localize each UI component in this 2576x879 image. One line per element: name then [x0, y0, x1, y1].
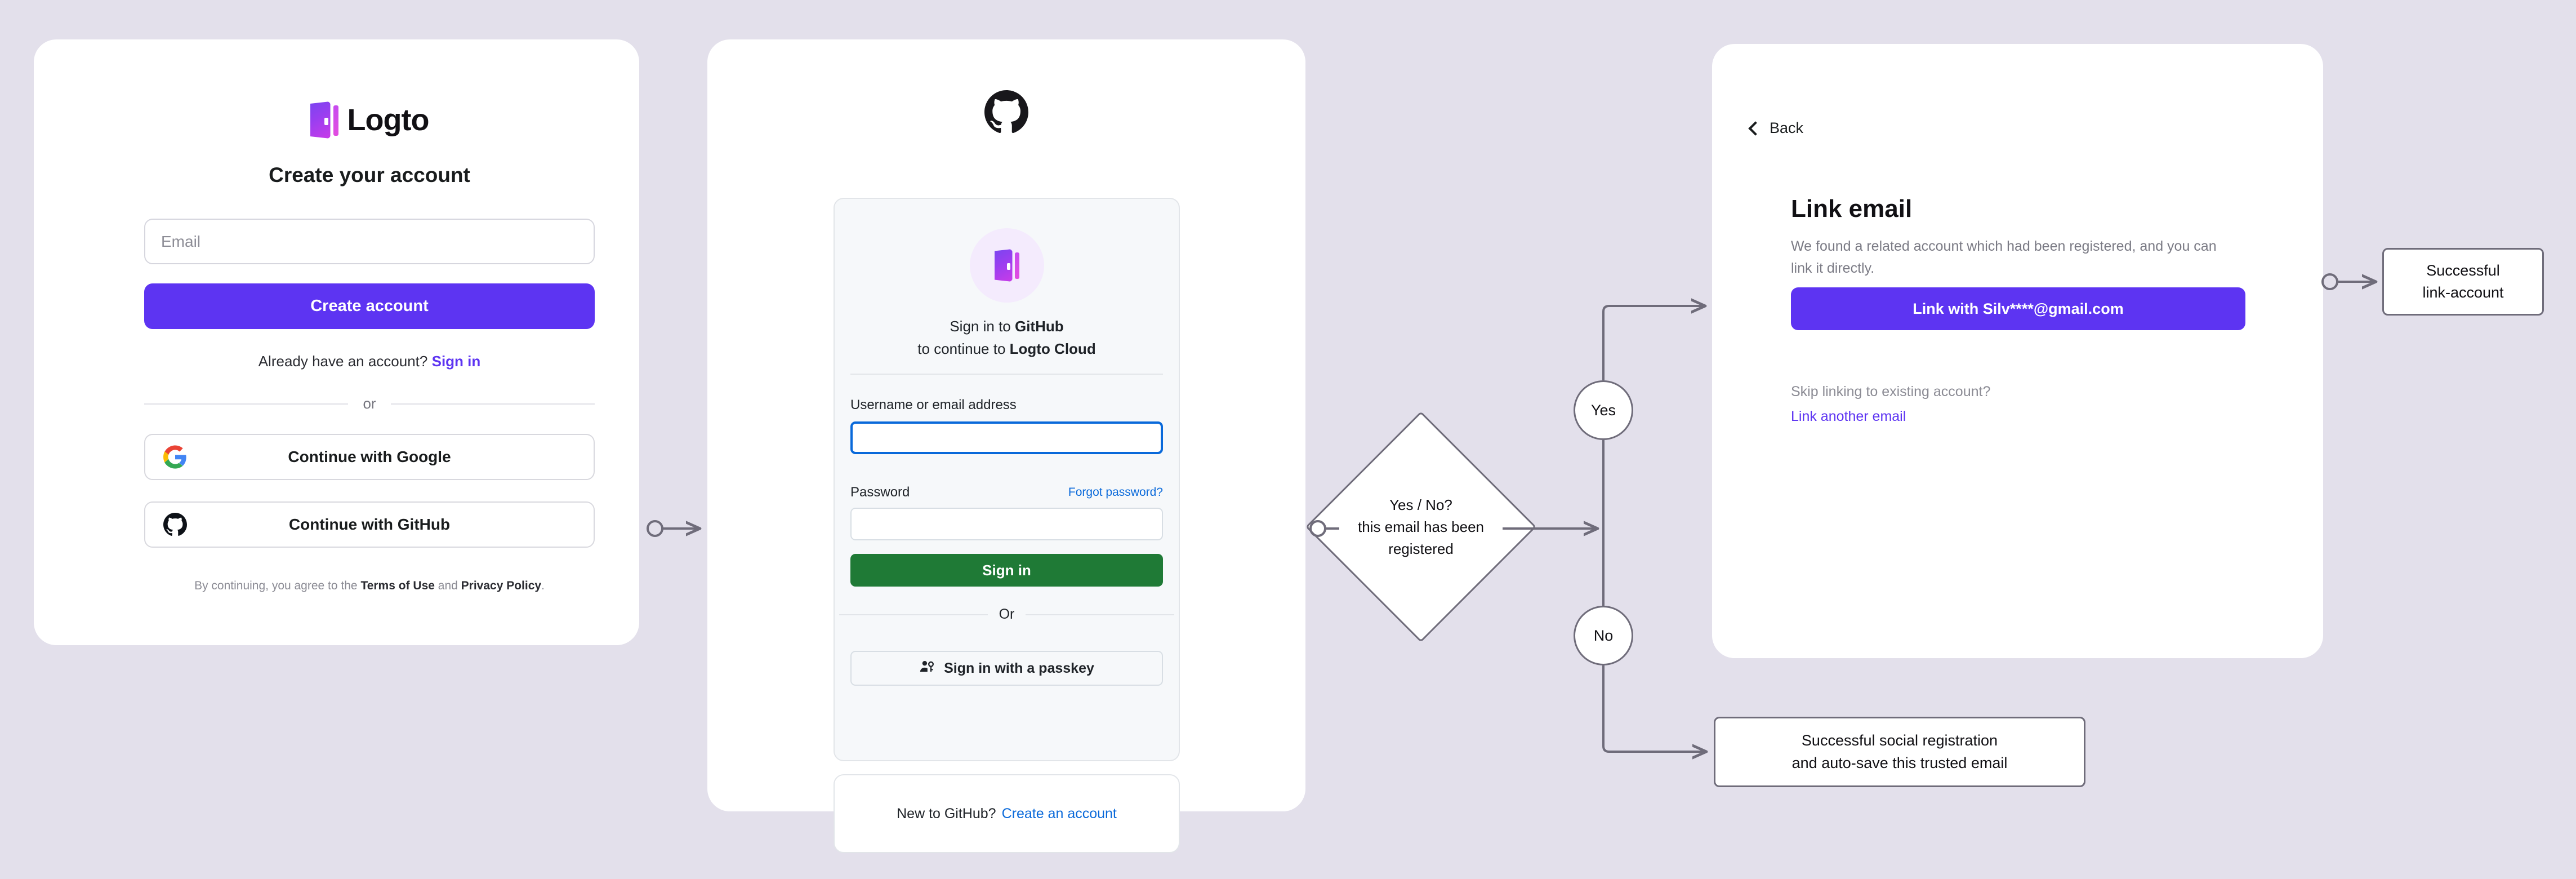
- headline-line2-bold: Logto Cloud: [1009, 340, 1096, 358]
- outcome-link-account-box: Successful link-account: [2382, 248, 2544, 316]
- privacy-policy-link[interactable]: Privacy Policy: [461, 579, 542, 592]
- passkey-icon: [919, 659, 935, 678]
- divider-line-right: [1026, 614, 1174, 615]
- email-input[interactable]: Email: [144, 219, 595, 264]
- chevron-left-icon: [1748, 121, 1763, 136]
- link-another-email-link[interactable]: Link another email: [1791, 409, 1906, 424]
- headline-line1-prefix: Sign in to: [950, 318, 1015, 335]
- github-form-panel: Sign in to GitHub to continue to Logto C…: [834, 198, 1180, 761]
- divider-line-left: [839, 614, 988, 615]
- logto-logo: Logto: [310, 101, 429, 139]
- github-headline: Sign in to GitHub to continue to Logto C…: [835, 315, 1179, 361]
- email-placeholder: Email: [161, 232, 201, 250]
- legal-prefix: By continuing, you agree to the: [194, 579, 361, 592]
- github-icon: [163, 513, 187, 536]
- google-button-label: Continue with Google: [288, 448, 451, 465]
- decision-line-1: Yes / No?: [1389, 496, 1452, 513]
- no-node: No: [1574, 606, 1633, 665]
- divider-line-right: [390, 403, 595, 405]
- yes-label: Yes: [1590, 401, 1616, 419]
- logto-door-icon: [994, 249, 1019, 282]
- decision-diamond: Yes / No? this email has been registered: [1305, 411, 1537, 643]
- password-input[interactable]: [850, 508, 1163, 540]
- continue-with-github-button[interactable]: Continue with GitHub: [144, 501, 595, 548]
- connector-signup-to-github: [647, 520, 700, 537]
- back-label: Back: [1770, 119, 1804, 136]
- legal-text: By continuing, you agree to the Terms of…: [194, 579, 545, 593]
- passkey-signin-button[interactable]: Sign in with a passkey: [850, 651, 1163, 686]
- terms-of-use-link[interactable]: Terms of Use: [360, 579, 435, 592]
- create-account-button[interactable]: Create account: [144, 283, 595, 329]
- link-email-card: Back Link email We found a related accou…: [1712, 44, 2323, 658]
- back-button[interactable]: Back: [1748, 119, 1804, 137]
- headline-line1-bold: GitHub: [1014, 318, 1064, 335]
- legal-suffix: .: [541, 579, 545, 592]
- decision-label: Yes / No? this email has been registered: [1339, 445, 1503, 609]
- panel-divider: [850, 374, 1163, 375]
- sign-in-link[interactable]: Sign in: [431, 353, 481, 370]
- link-email-title: Link email: [1791, 195, 1913, 223]
- logto-door-icon: [310, 101, 338, 139]
- outcome-link-line-1: Successful: [2426, 261, 2500, 279]
- username-input[interactable]: [850, 421, 1163, 454]
- decision-line-3: registered: [1388, 540, 1454, 557]
- logto-app-avatar: [969, 228, 1044, 303]
- signup-card: Logto Create your account Email Create a…: [34, 39, 639, 645]
- new-to-github-panel: New to GitHub? Create an account: [834, 774, 1180, 853]
- divider-line-left: [144, 403, 349, 405]
- google-icon: [163, 445, 187, 469]
- link-with-email-button[interactable]: Link with Silv****@gmail.com: [1791, 287, 2245, 330]
- username-label: Username or email address: [850, 397, 1017, 412]
- forgot-password-link[interactable]: Forgot password?: [1068, 486, 1163, 499]
- outcome-link-line-2: link-account: [2422, 284, 2504, 301]
- password-label: Password: [850, 485, 910, 500]
- decision-line-2: this email has been: [1357, 518, 1485, 535]
- connector-no-to-social-outcome: [1602, 665, 1706, 752]
- legal-and: and: [434, 579, 461, 592]
- connector-yes-to-link-email: [1602, 306, 1705, 380]
- github-mark-icon: [984, 90, 1028, 134]
- new-to-github-prefix: New to GitHub?: [897, 805, 996, 822]
- create-an-account-link[interactable]: Create an account: [1001, 805, 1117, 822]
- divider-or: or: [144, 395, 595, 412]
- already-prefix: Already have an account?: [258, 353, 428, 370]
- page-title: Create your account: [269, 163, 470, 187]
- outcome-social-line-1: Successful social registration: [1801, 732, 1998, 749]
- no-label: No: [1593, 627, 1614, 644]
- github-button-label: Continue with GitHub: [288, 516, 451, 533]
- headline-line2-prefix: to continue to: [917, 340, 1010, 358]
- github-divider-or: Or: [839, 606, 1174, 623]
- continue-with-google-button[interactable]: Continue with Google: [144, 434, 595, 480]
- passkey-button-label: Sign in with a passkey: [944, 660, 1094, 676]
- yes-node: Yes: [1574, 380, 1633, 440]
- skip-linking-text: Skip linking to existing account?: [1791, 384, 1991, 399]
- link-email-description: We found a related account which had bee…: [1791, 238, 2217, 276]
- divider-label: or: [363, 395, 376, 412]
- github-signin-button[interactable]: Sign in: [850, 554, 1163, 587]
- divider-label: Or: [999, 606, 1015, 622]
- already-have-account: Already have an account? Sign in: [259, 353, 481, 370]
- connector-link-email-to-outcome: [2321, 273, 2376, 290]
- outcome-social-registration-box: Successful social registration and auto-…: [1714, 717, 2085, 787]
- brand-name: Logto: [347, 103, 430, 137]
- outcome-social-line-2: and auto-save this trusted email: [1791, 754, 2008, 771]
- github-signin-card: Sign in to GitHub to continue to Logto C…: [707, 39, 1305, 853]
